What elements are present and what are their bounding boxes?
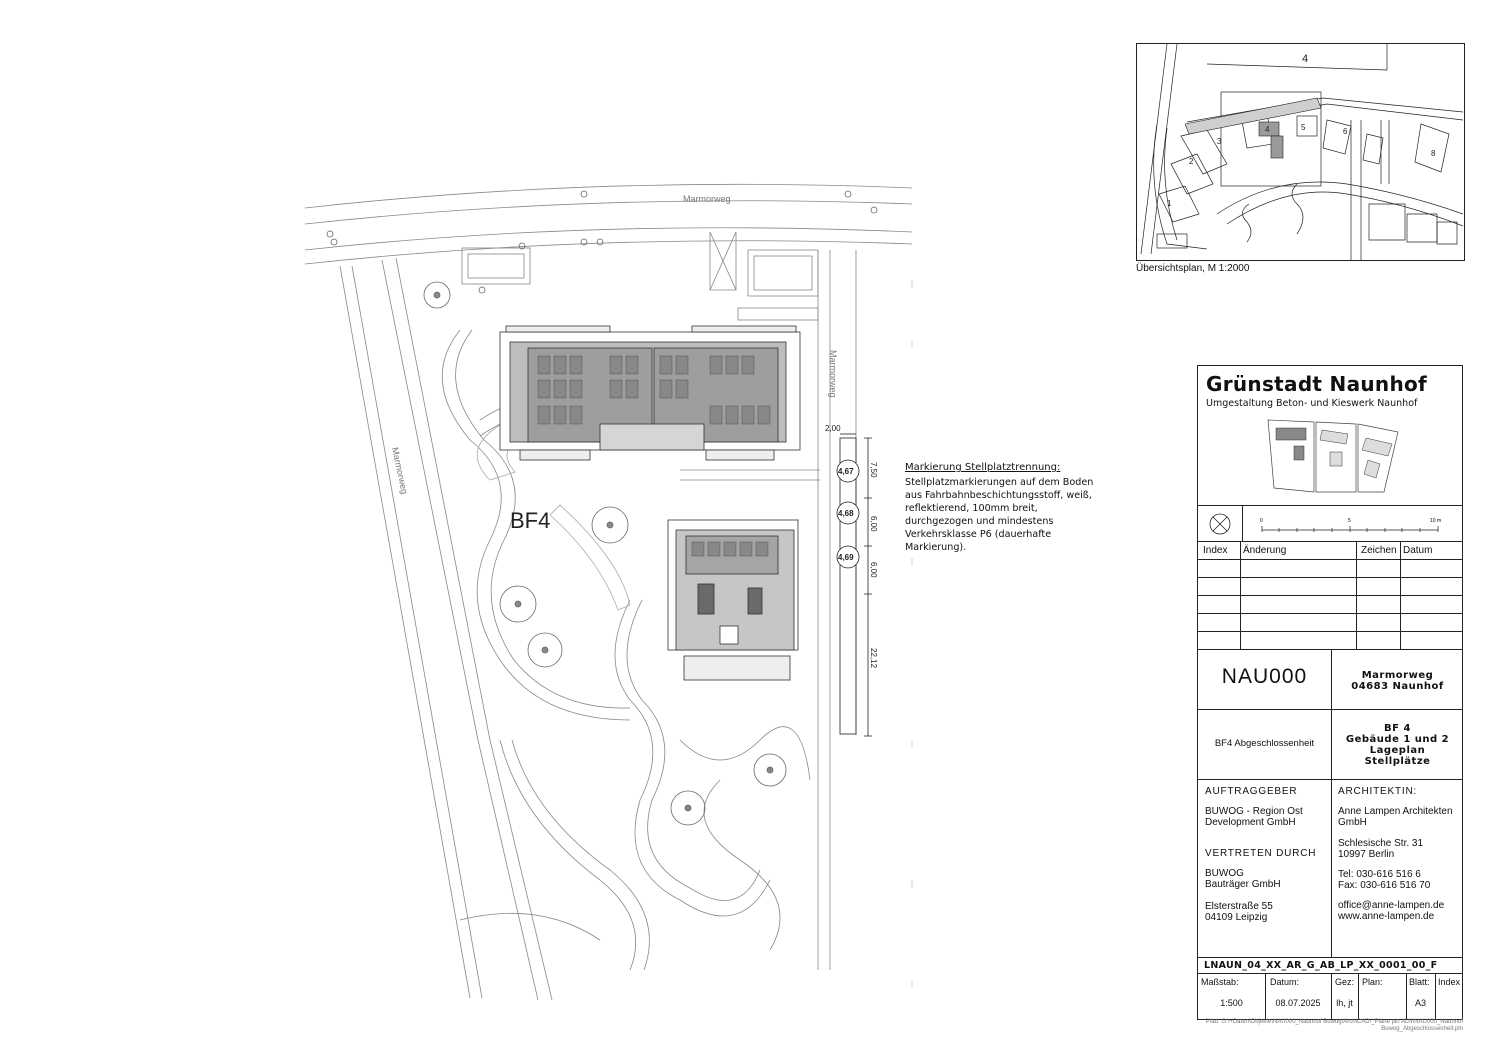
overview-label-8: 8: [1431, 149, 1436, 158]
rev-header-date: Datum: [1403, 545, 1433, 556]
plan-type: BF4 Abgeschlossenheit: [1214, 738, 1315, 749]
file-path-note: Pfad: G:\+Daten\Objekte\NAU000_Naunhof B…: [1205, 1019, 1463, 1032]
architect-name-1: Anne Lampen Architekten: [1338, 806, 1453, 817]
architect-name-2: GmbH: [1338, 817, 1367, 828]
client-name-1: BUWOG - Region Ost: [1205, 806, 1303, 817]
plan-title-2: Gebäude 1 und 2: [1345, 734, 1450, 745]
scale-row: 0 5 10 m: [1198, 506, 1462, 542]
footer-value-scale: 1:500: [1220, 998, 1243, 1008]
mini-site-map: [1267, 419, 1399, 493]
address-line-1: Marmorweg: [1361, 670, 1434, 681]
rev-header-sign: Zeichen: [1361, 545, 1397, 556]
street-label-right: Marmorweg: [828, 350, 838, 398]
project-row: NAU000 Marmorweg 04683 Naunhof: [1198, 650, 1462, 710]
height-label-2: 4,68: [838, 509, 854, 518]
dim-label-4: 22,12: [869, 648, 878, 669]
architect-heading: ARCHITEKTIN:: [1338, 786, 1418, 797]
footer-value-drawn: lh, jt: [1336, 998, 1353, 1008]
rev-header-index: Index: [1203, 545, 1228, 556]
plan-title-4: Stellplätze: [1364, 756, 1431, 767]
note-heading: Markierung Stellplatztrennung:: [905, 462, 1061, 473]
represented-heading: VERTRETEN DURCH: [1205, 848, 1317, 859]
footer-header-scale: Maßstab:: [1201, 977, 1239, 987]
overview-label-6: 6: [1343, 127, 1348, 136]
footer-value-sheet: A3: [1414, 998, 1426, 1008]
footer-header-index: Index: [1438, 977, 1461, 987]
overview-label-3: 3: [1217, 137, 1222, 146]
dim-label-2: 6,00: [869, 516, 878, 532]
architect-address-2: 10997 Berlin: [1338, 849, 1395, 860]
scale-tick-5: 5: [1348, 518, 1351, 524]
architect-address-1: Schlesische Str. 31: [1338, 838, 1424, 849]
project-code: NAU000: [1221, 665, 1308, 688]
overview-label-1: 1: [1167, 199, 1172, 208]
architect-phone: Tel: 030-616 516 6: [1338, 869, 1421, 880]
note-body: Stellplatzmarkierungen auf dem Boden aus…: [905, 477, 1094, 553]
client-name-2: Development GmbH: [1205, 817, 1296, 828]
height-label-3: 4,69: [838, 553, 854, 562]
overview-label-top: 4: [1302, 53, 1308, 65]
site-plan: Marmorweg Marmorweg Marmorweg BF4 2,00 7…: [304, 183, 913, 1000]
footer-header-date: Datum:: [1270, 977, 1300, 987]
plan-title-3: Lageplan: [1369, 745, 1426, 756]
dim-label-3: 6,00: [869, 562, 878, 578]
plan-title-1: BF 4: [1384, 723, 1411, 734]
parties-row: AUFTRAGGEBER BUWOG - Region Ost Developm…: [1198, 780, 1462, 958]
scale-bar: 0 5 10 m: [1260, 518, 1441, 532]
overview-label-4: 4: [1265, 125, 1270, 134]
drawing-number: LNAUN_04_XX_AR_G_AB_LP_XX_0001_00_F: [1204, 960, 1438, 971]
footer-header-sheet: Blatt:: [1409, 977, 1430, 987]
dim-label-1: 7,50: [869, 462, 878, 478]
project-subtitle: Umgestaltung Beton- und Kieswerk Naunhof: [1206, 398, 1418, 409]
scale-tick-0: 0: [1260, 518, 1263, 524]
drawing-number-row: LNAUN_04_XX_AR_G_AB_LP_XX_0001_00_F: [1198, 958, 1462, 974]
project-title: Grünstadt Naunhof: [1206, 372, 1428, 396]
footer-row: Maßstab: Datum: Gez: Plan: Blatt: Index …: [1198, 974, 1462, 1019]
title-header: Grünstadt Naunhof Umgestaltung Beton- un…: [1198, 366, 1462, 506]
footer-header-plan: Plan:: [1362, 977, 1383, 987]
architect-email: office@anne-lampen.de: [1338, 900, 1445, 911]
revision-table: Index Änderung Zeichen Datum: [1198, 542, 1462, 650]
represented-name-2: Bauträger GmbH: [1205, 879, 1281, 890]
client-heading: AUFTRAGGEBER: [1205, 786, 1298, 797]
north-arrow-icon: [1209, 513, 1231, 535]
overview-label-5: 5: [1301, 123, 1306, 132]
scale-tick-10: 10 m: [1430, 518, 1441, 524]
architect-website: www.anne-lampen.de: [1338, 911, 1435, 922]
address-line-2: 04683 Naunhof: [1351, 681, 1444, 692]
overview-caption: Übersichtsplan, M 1:2000: [1136, 263, 1250, 274]
rev-header-change: Änderung: [1243, 545, 1287, 556]
dim-width-label: 2,00: [825, 424, 841, 433]
footer-value-date: 08.07.2025: [1275, 998, 1321, 1008]
title-block: Grünstadt Naunhof Umgestaltung Beton- un…: [1197, 365, 1463, 1020]
street-label-top: Marmorweg: [683, 194, 731, 204]
represented-name-1: BUWOG: [1205, 868, 1244, 879]
street-label-left: Marmorweg: [390, 446, 410, 495]
overview-map: 4 1 2 3 4 5 6 8: [1136, 43, 1465, 261]
plot-label: BF4: [510, 508, 550, 533]
footer-header-drawn: Gez:: [1335, 977, 1355, 987]
client-address-2: 04109 Leipzig: [1205, 912, 1268, 923]
height-label-1: 4,67: [838, 467, 854, 476]
overview-label-2: 2: [1189, 157, 1194, 166]
architect-fax: Fax: 030-616 516 70: [1338, 880, 1431, 891]
plan-title-row: BF4 Abgeschlossenheit BF 4 Gebäude 1 und…: [1198, 710, 1462, 780]
client-address-1: Elsterstraße 55: [1205, 901, 1273, 912]
